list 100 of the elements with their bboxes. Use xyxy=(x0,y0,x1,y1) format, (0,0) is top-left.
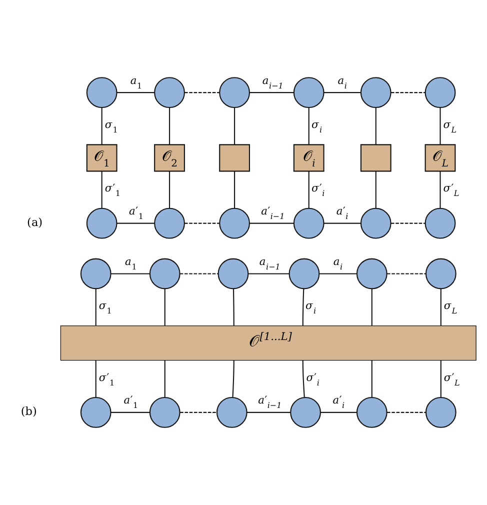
edge-label: σ$_{L}$ xyxy=(443,118,456,134)
node-circle xyxy=(80,396,112,428)
connector xyxy=(101,171,102,208)
node-circle xyxy=(288,258,320,290)
connector xyxy=(234,171,236,208)
edge-label: a$_{i}$ xyxy=(338,74,347,90)
connector xyxy=(324,222,361,224)
connector xyxy=(324,92,361,94)
edge-label: σ$_{L}$ xyxy=(444,299,458,316)
node-circle xyxy=(154,77,185,108)
connector xyxy=(246,412,290,413)
connector xyxy=(168,171,170,208)
node-circle xyxy=(218,258,249,290)
edge-label: σ$_{i}$ xyxy=(312,118,322,134)
connector xyxy=(116,222,155,224)
connector xyxy=(95,360,96,398)
connector xyxy=(308,108,310,145)
connector xyxy=(250,222,294,224)
node-box: 𝒪$_{i}$ xyxy=(293,144,324,172)
node-circle xyxy=(219,77,250,108)
node-circle xyxy=(149,258,180,290)
edge-label: a$_{i}$ xyxy=(333,254,343,272)
node-box: 𝒪$_{L}$ xyxy=(424,144,456,172)
connector xyxy=(164,360,166,398)
connector xyxy=(101,108,102,145)
edge-label: a$_{i−1}$ xyxy=(259,254,280,272)
connector xyxy=(232,360,234,398)
connector xyxy=(320,412,357,413)
edge-label: a′$_{i}$ xyxy=(336,204,348,222)
node-circle xyxy=(86,77,118,108)
node-circle xyxy=(356,258,388,290)
connector xyxy=(375,108,376,145)
edge-label: a′$_{i}$ xyxy=(332,394,345,410)
edge-label: a′$_{1}$ xyxy=(129,204,144,222)
connector xyxy=(371,288,372,326)
connector xyxy=(164,288,166,326)
node-circle xyxy=(149,396,180,428)
connector xyxy=(180,273,218,274)
connector xyxy=(390,222,426,224)
edge-label: σ′$_{L}$ xyxy=(444,370,460,388)
connector xyxy=(302,288,304,326)
connector xyxy=(110,273,150,274)
connector xyxy=(168,108,170,145)
node-circle xyxy=(425,258,456,290)
connector xyxy=(440,171,441,208)
edge-label: a′$_{i−1}$ xyxy=(261,204,285,222)
connector xyxy=(302,360,305,398)
node-circle xyxy=(86,208,118,239)
label: (a) xyxy=(27,216,43,230)
label: (b) xyxy=(20,405,37,418)
connector xyxy=(248,273,290,274)
node-box xyxy=(219,144,250,172)
connector xyxy=(232,288,234,326)
connector xyxy=(308,171,310,208)
connector xyxy=(184,222,220,224)
connector xyxy=(110,412,150,413)
connector xyxy=(440,108,441,145)
connector xyxy=(95,288,96,326)
node-circle xyxy=(293,77,324,108)
edge-label: a$_{1}$ xyxy=(130,74,142,90)
node-circle xyxy=(80,258,112,290)
edge-label: σ$_{1}$ xyxy=(104,118,118,134)
connector xyxy=(375,171,376,208)
node-circle xyxy=(290,396,321,428)
node-circle xyxy=(219,208,250,239)
connector xyxy=(184,92,220,94)
connector xyxy=(180,412,217,413)
node-circle xyxy=(216,396,248,428)
connector xyxy=(234,108,236,145)
node-circle xyxy=(360,208,392,239)
connector xyxy=(440,360,442,398)
node-circle xyxy=(293,208,324,239)
connector xyxy=(116,92,155,94)
edge-label: σ′$_{i}$ xyxy=(312,182,325,198)
node-circle xyxy=(154,208,185,239)
connector xyxy=(387,273,426,274)
connector xyxy=(387,412,426,413)
edge-label: a′$_{1}$ xyxy=(124,394,138,410)
node-circle xyxy=(360,77,392,108)
edge-label: a$_{1}$ xyxy=(125,254,137,272)
connector xyxy=(440,288,442,326)
edge-label: σ′$_{i}$ xyxy=(306,370,320,388)
edge-label: a$_{i−1}$ xyxy=(262,74,284,90)
edge-label: a′$_{i−1}$ xyxy=(258,394,282,410)
connector xyxy=(250,92,294,94)
node-box: 𝒪$_{1}$ xyxy=(86,144,118,172)
connector xyxy=(390,92,426,94)
edge-label: σ′$_{L}$ xyxy=(443,182,460,198)
edge-label: σ$_{1}$ xyxy=(98,299,112,316)
connector xyxy=(319,273,357,274)
node-box: 𝒪$_{2}$ xyxy=(154,144,185,172)
node-box xyxy=(360,144,392,172)
node-circle xyxy=(424,208,456,239)
connector xyxy=(371,360,372,398)
edge-label: σ′$_{1}$ xyxy=(104,182,120,198)
node-circle xyxy=(356,396,388,428)
node-circle xyxy=(425,396,456,428)
edge-label: σ$_{i}$ xyxy=(306,299,316,316)
edge-label: σ′$_{1}$ xyxy=(98,370,115,388)
node-circle xyxy=(424,77,456,108)
